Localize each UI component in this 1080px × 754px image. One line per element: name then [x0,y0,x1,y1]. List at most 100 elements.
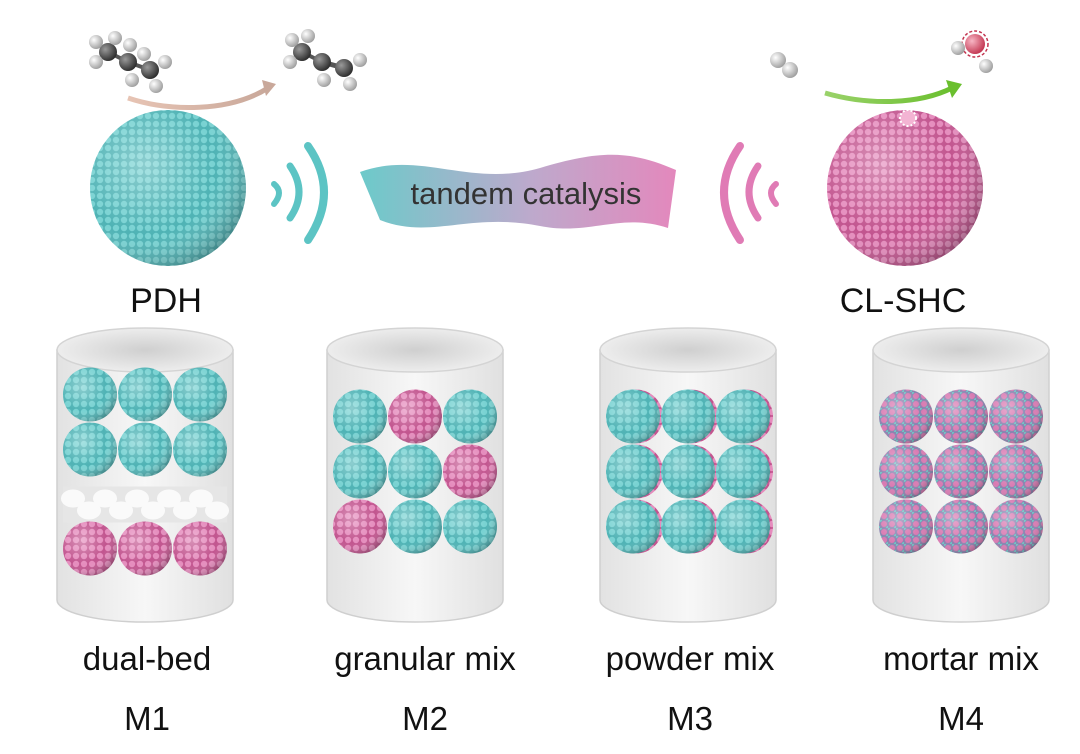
tandem-catalysis-banner [360,154,676,229]
catalyst-particle-tealp [606,444,663,499]
particle-shade [388,444,442,499]
catalyst-particle-teal [388,499,442,554]
catalyst-particle-teal [63,367,117,422]
catalyst-particle-tealp [661,444,718,499]
particle-shade [879,499,933,554]
cylinder-top [56,327,234,373]
particle-shade [388,499,442,554]
reactor-code-m3: M3 [667,700,713,737]
cl-shc-catalyst-sphere [827,109,983,266]
particle-shade [989,389,1043,444]
catalyst-particle-mixed [879,444,933,499]
particle-shade [989,499,1043,554]
particle-shade [173,367,227,422]
catalyst-particle-pink [173,521,227,576]
propane-molecule-icon [89,31,172,93]
particle-shade [443,444,497,499]
catalyst-particle-tealp [606,389,663,444]
cylinder-top [599,327,777,373]
particle-shade [333,444,387,499]
inert-particle [93,489,117,508]
catalyst-particle-teal [118,422,172,477]
inert-particle [77,501,101,520]
inert-particle [173,501,197,520]
catalyst-particle-tealp [661,389,718,444]
reactor-code-m2: M2 [402,700,448,737]
catalyst-particle-teal [63,422,117,477]
catalyst-particle-tealp [606,499,663,554]
catalyst-particle-pink [63,521,117,576]
water-molecule-icon [951,30,993,73]
reactor-columns [56,327,1050,623]
particle-shade [443,389,497,444]
particle-shade [716,389,770,444]
catalyst-particle-teal [173,367,227,422]
particle-shade [989,444,1043,499]
particle-shade [661,499,715,554]
catalyst-particle-teal [173,422,227,477]
catalyst-particle-pink [443,444,497,499]
inert-particle [205,501,229,520]
particle-shade [934,444,988,499]
particle-shade [333,389,387,444]
particle-shade [173,422,227,477]
inert-bed-layer [61,486,229,523]
particle-shade [63,422,117,477]
catalyst-particle-mixed [989,389,1043,444]
catalyst-particle-tealp [661,499,718,554]
reactor-code-m1: M1 [124,700,170,737]
catalyst-particle-mixed [879,389,933,444]
particle-shade [879,389,933,444]
particle-shade [443,499,497,554]
inert-particle [109,501,133,520]
particle-shade [606,499,660,554]
cl-shc-reaction-arrow [824,80,962,105]
particle-shade [333,499,387,554]
particle-shade [63,367,117,422]
inert-particle [189,489,213,508]
particle-shade [118,521,172,576]
particle-shade [118,367,172,422]
inert-particle [141,501,165,520]
propylene-molecule-icon [283,29,367,91]
catalyst-particle-teal [388,444,442,499]
reactor-column [872,327,1050,623]
pdh-label: PDH [130,282,202,320]
catalyst-particle-teal [333,389,387,444]
inert-particle [61,489,85,508]
banner-text: tandem catalysis [410,176,642,211]
catalyst-particle-teal [443,499,497,554]
particle-shade [388,389,442,444]
particle-shade [661,444,715,499]
catalyst-particle-tealp [716,444,773,499]
hydrogen-molecule-icon [770,52,798,78]
reactor-name-m3: powder mix [605,640,775,677]
cylinder-top [326,327,504,373]
catalyst-particle-mixed [989,499,1043,554]
catalyst-particle-mixed [934,499,988,554]
catalyst-particle-mixed [879,499,933,554]
reactor-column [56,327,234,623]
particle-shade [606,389,660,444]
catalyst-particle-tealp [716,389,773,444]
reactor-column [599,327,777,623]
catalyst-particle-teal [333,444,387,499]
particle-shade [934,499,988,554]
catalyst-particle-pink [333,499,387,554]
particle-shade [716,499,770,554]
particle-shade [661,389,715,444]
particle-shade [934,389,988,444]
catalyst-particle-teal [118,367,172,422]
particle-shade [879,444,933,499]
catalyst-particle-mixed [934,389,988,444]
reactor-column [326,327,504,623]
particle-shade [606,444,660,499]
catalyst-particle-pink [118,521,172,576]
catalyst-particle-teal [443,389,497,444]
catalyst-particle-tealp [716,499,773,554]
catalyst-particle-pink [388,389,442,444]
particle-shade [716,444,770,499]
catalyst-particle-mixed [934,444,988,499]
reactor-code-m4: M4 [938,700,984,737]
